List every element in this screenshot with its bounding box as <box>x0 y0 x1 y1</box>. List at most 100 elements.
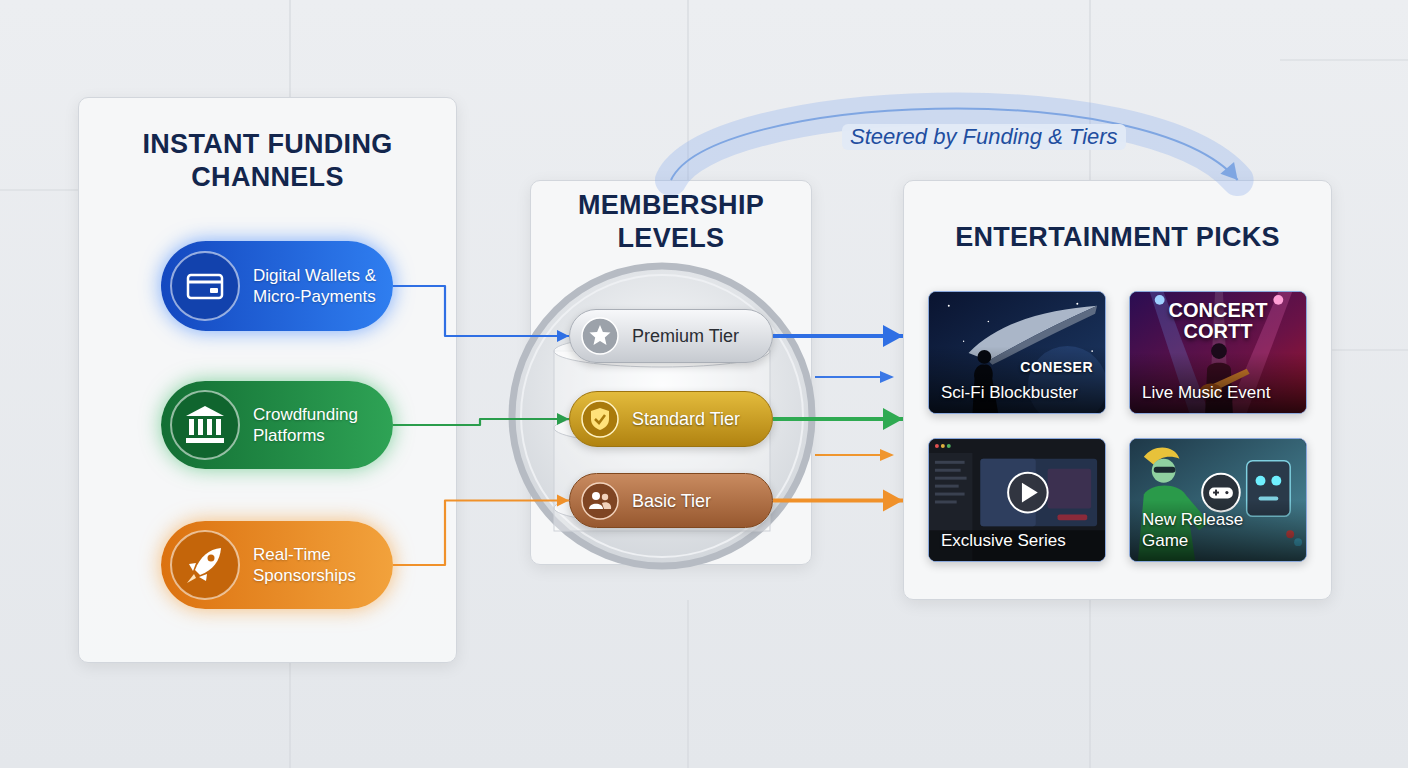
card-artwork-part <box>935 469 961 472</box>
background-grid-part-part <box>289 663 290 768</box>
card-artwork-part <box>935 493 965 496</box>
flow-band <box>671 109 1238 180</box>
card-artwork-part <box>1022 483 1038 503</box>
card-artwork-part <box>1130 292 1306 413</box>
arrow-head <box>883 490 903 512</box>
arrow-head <box>883 325 903 347</box>
flow-arrow <box>393 286 569 336</box>
card-artwork-part <box>929 439 1105 561</box>
card-artwork-part <box>1048 469 1092 509</box>
tier-label: Basic Tier <box>632 490 711 512</box>
channel-icon <box>167 527 243 603</box>
channel-icon-part <box>198 419 203 435</box>
card-artwork-part <box>935 444 939 448</box>
channel-icon-part <box>210 288 218 293</box>
panel-heading: INSTANT FUNDING CHANNELS <box>89 128 446 194</box>
channel-icon-part <box>208 555 215 562</box>
arrow-head <box>557 495 569 507</box>
flow-arrow <box>393 419 569 425</box>
panel: MEMBERSHIP LEVELS Premium Tier Standard … <box>530 180 812 565</box>
card-art-text: CONCERT CORTT <box>1142 300 1294 342</box>
tier-stack-part <box>512 266 812 566</box>
tier-stack-part <box>521 275 803 557</box>
panel: INSTANT FUNDING CHANNELS Digital Wallets… <box>78 97 457 663</box>
card-caption: Sci-Fi Blockbuster <box>941 382 1093 403</box>
channel-label: Digital Wallets & Micro-Payments <box>253 265 387 307</box>
channel-icon-part <box>195 548 221 575</box>
flow-arrow <box>773 417 903 421</box>
background-grid-part-part <box>289 0 290 97</box>
content-card: CONCERT CORTTLive Music Event <box>1129 291 1307 414</box>
channel-icon <box>167 248 243 324</box>
arrow-head <box>557 413 569 425</box>
tier-icon <box>580 399 620 439</box>
card-artwork-part <box>929 292 1105 413</box>
channel-icon-part <box>199 574 207 581</box>
flow-arrow <box>393 501 569 566</box>
tier-icon-part <box>582 483 618 519</box>
background-grid-part-part <box>1089 600 1090 768</box>
channel-icon-part <box>216 419 221 435</box>
tier-icon-part <box>595 415 605 423</box>
card-artwork-part <box>1008 473 1048 513</box>
edge-label: Steered by Funding & Tiers <box>842 124 1126 150</box>
channel-icon-part <box>207 419 212 435</box>
tier-icon-part <box>591 408 609 430</box>
channel-label: Real-Time Sponsorships <box>253 544 387 586</box>
card-artwork-part <box>935 477 967 480</box>
content-card: Exclusive Series <box>928 438 1106 562</box>
card-artwork-part <box>935 485 959 488</box>
background-grid-part-part <box>1280 59 1408 60</box>
tier-pill: Premium Tier <box>569 309 773 363</box>
card-artwork-part <box>1130 292 1306 413</box>
flow-arrow <box>773 499 903 503</box>
tier-icon-part <box>589 503 603 508</box>
channel-icon-part <box>186 406 224 416</box>
arrow-head <box>883 408 903 430</box>
channel-label: Crowdfunding Platforms <box>253 404 387 446</box>
card-caption: New Release Game <box>1142 509 1294 551</box>
channel-icon-part <box>188 275 222 298</box>
card-artwork-part <box>1130 439 1306 561</box>
funding-pill: Real-Time Sponsorships <box>161 521 393 609</box>
card-artwork-part <box>935 500 957 503</box>
channel-icon-part <box>187 574 196 583</box>
card-caption: Exclusive Series <box>941 530 1093 551</box>
content-card: New Release Game <box>1129 438 1307 562</box>
channel-icon-part <box>188 281 222 284</box>
tier-label: Premium Tier <box>632 325 739 347</box>
card-artwork-part <box>929 292 1105 413</box>
funding-pill: Crowdfunding Platforms <box>161 381 393 469</box>
arrow-head <box>1220 162 1237 180</box>
content-card: CONESER Sci-Fi Blockbuster <box>928 291 1106 414</box>
tier-label: Standard Tier <box>632 408 740 430</box>
channel-icon-part <box>189 419 194 435</box>
flow-arrow-decor-part <box>880 371 894 383</box>
channel-icon <box>167 387 243 463</box>
background-grid-part-part <box>687 0 688 180</box>
tier-pill: Standard Tier <box>569 391 773 447</box>
card-artwork-part <box>935 461 965 464</box>
card-artwork-part <box>1130 439 1306 561</box>
card-art-text: CONESER <box>1020 359 1093 376</box>
flow-arrow-decor-part <box>880 449 894 461</box>
card-artwork-part <box>947 444 951 448</box>
tier-icon-part <box>602 493 608 499</box>
arrow-head <box>557 330 569 342</box>
card-artwork-part <box>980 459 1097 526</box>
tier-pill: Basic Tier <box>569 473 773 528</box>
tier-icon-part <box>592 492 600 500</box>
tier-icon-part <box>582 401 618 437</box>
funding-pill: Digital Wallets & Micro-Payments <box>161 241 393 331</box>
tier-icon-part <box>602 502 611 509</box>
channel-icon-part <box>171 391 239 459</box>
flow-arrow <box>773 334 903 338</box>
tier-icon <box>580 481 620 521</box>
channel-icon-part <box>171 531 239 599</box>
panel-heading: ENTERTAINMENT PICKS <box>914 221 1321 254</box>
flow-arrow-decor-part <box>815 454 882 456</box>
background-grid-part-part <box>687 600 688 768</box>
panel: ENTERTAINMENT PICKS CONESER Sci-Fi Blockb… <box>903 180 1332 600</box>
channel-icon-part <box>171 252 239 320</box>
